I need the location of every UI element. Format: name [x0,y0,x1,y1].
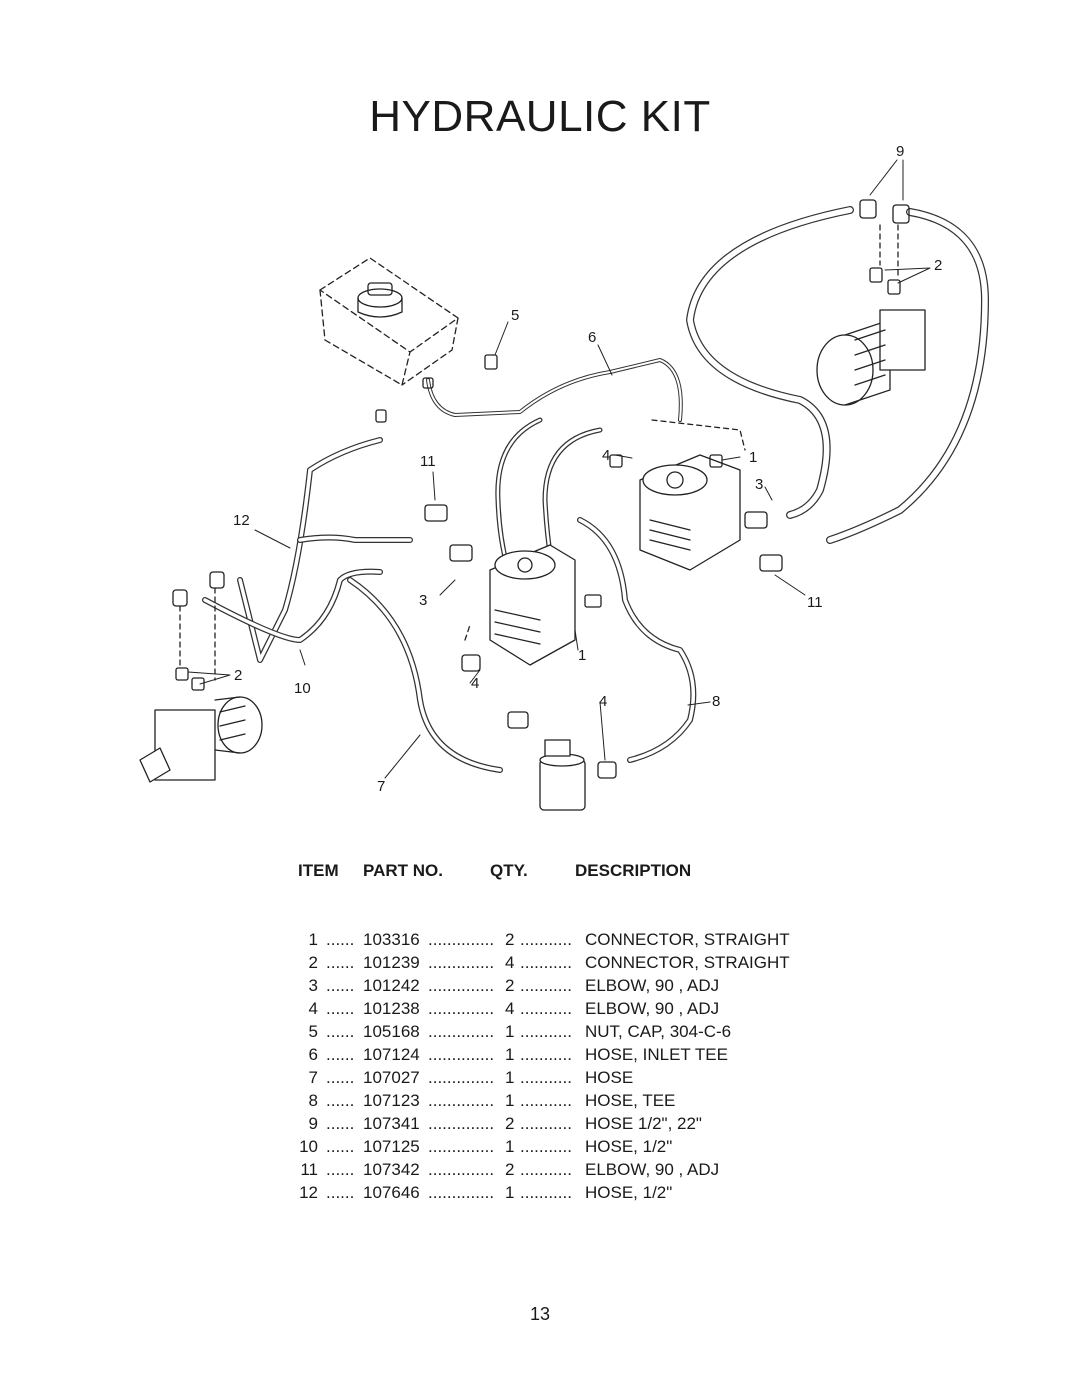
callout-10: 10 [294,680,311,697]
callout-4-top: 4 [602,447,610,464]
callout-11-right: 11 [807,594,823,611]
callout-8: 8 [712,693,720,710]
page-number: 13 [529,1304,551,1324]
header-qty: QTY. [490,861,528,880]
table-row: 6...... 107124.............. 1..........… [308,1045,728,1064]
callout-4-center: 4 [471,675,479,692]
table-row: 12...... 107646.............. 1.........… [299,1183,673,1202]
pump-center [489,544,576,666]
callout-2-right: 2 [934,257,942,274]
callout-11-left: 11 [420,453,436,470]
callout-3-right: 3 [755,476,763,493]
callout-7: 7 [377,778,385,795]
table-row: 7...... 107027.............. 1..........… [308,1068,634,1087]
callout-5: 5 [511,307,519,324]
callout-4-bottom: 4 [599,693,607,710]
hydraulic-kit-diagram: 9 2 5 6 4 1 11 3 12 3 11 1 2 4 10 4 8 7 [139,143,989,811]
header-description: DESCRIPTION [575,861,692,880]
wheel-motor-left [139,696,263,783]
callout-12: 12 [233,512,250,529]
header-item: ITEM [298,861,339,880]
table-row: 1...... 103316.............. 2..........… [308,930,790,949]
oil-filter [539,739,586,811]
callout-6: 6 [588,329,596,346]
pump-right [639,454,741,571]
table-row: 2...... 101239.............. 4..........… [308,953,790,972]
table-row: 11...... 107342.............. 2.........… [300,1160,720,1179]
callout-1-bottom: 1 [578,647,586,664]
callout-9: 9 [896,143,904,160]
fittings [172,199,910,779]
header-part-no: PART NO. [363,861,443,880]
page-title: HYDRAULIC KIT [369,92,711,141]
table-row: 10...... 107125.............. 1.........… [299,1137,673,1156]
wheel-motor-right [816,309,926,406]
table-row: 3...... 101242.............. 2..........… [308,976,720,995]
table-row: 5...... 105168.............. 1..........… [308,1022,732,1041]
callout-2-left: 2 [234,667,242,684]
table-row: 8...... 107123.............. 1..........… [308,1091,676,1110]
callout-3-center: 3 [419,592,427,609]
reservoir-tank [319,257,459,386]
callout-1-top: 1 [749,449,757,466]
table-row: 4...... 101238.............. 4..........… [308,999,720,1018]
table-row: 9...... 107341.............. 2..........… [308,1114,702,1133]
